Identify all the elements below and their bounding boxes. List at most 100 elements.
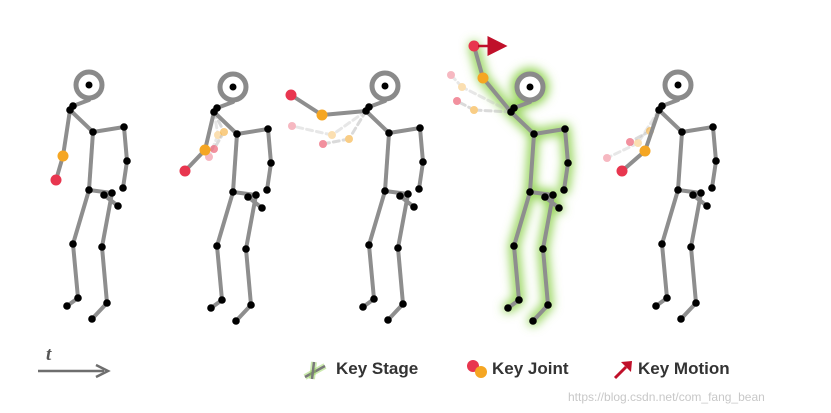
- joint-ankR: [692, 299, 700, 307]
- joint-eL: [123, 157, 131, 165]
- joint-hipL: [85, 186, 93, 194]
- key-joint-elbow: [317, 110, 328, 121]
- joint-eL: [419, 158, 427, 166]
- bone: [712, 161, 716, 188]
- bone: [514, 192, 530, 246]
- bone: [389, 128, 420, 133]
- skeleton-frame-3: [286, 73, 427, 324]
- bone: [63, 110, 70, 156]
- joint-kneeR: [98, 243, 106, 251]
- joint-tmid: [689, 191, 697, 199]
- key-joint-elbow: [58, 151, 69, 162]
- bone: [70, 110, 93, 132]
- bone: [267, 163, 271, 190]
- time-axis: t: [38, 344, 108, 377]
- ghost-elbow-joint: [634, 139, 642, 147]
- skeleton-frame-1: [51, 72, 131, 323]
- legend: Key Stage Key Joint Key Motion: [305, 359, 730, 379]
- joint-hL: [415, 185, 423, 193]
- joint-toeL: [63, 302, 71, 310]
- joint-kneeL: [510, 242, 518, 250]
- joint-tor: [678, 128, 686, 136]
- joint-sR: [210, 108, 218, 116]
- bone: [291, 95, 322, 115]
- bone: [233, 134, 237, 192]
- key-joint-legend-label: Key Joint: [492, 359, 569, 378]
- bone: [419, 162, 423, 189]
- joint-ankR: [247, 301, 255, 309]
- joint-hL: [708, 184, 716, 192]
- bone: [662, 190, 678, 244]
- ghost-hand-joint: [288, 122, 296, 130]
- key-joint-hand: [469, 41, 480, 52]
- ghost-hand-joint: [453, 97, 461, 105]
- joint-hipR: [108, 189, 116, 197]
- joint-ankL: [370, 295, 378, 303]
- bone: [89, 132, 93, 190]
- bone: [366, 111, 389, 133]
- head-joint: [675, 82, 682, 89]
- joint-toeR: [677, 315, 685, 323]
- joint-kneeL: [213, 242, 221, 250]
- joint-tend: [555, 204, 563, 212]
- bone: [398, 248, 403, 304]
- joint-tor: [385, 129, 393, 137]
- bone: [73, 190, 89, 244]
- ghost-elbow-joint: [220, 128, 228, 136]
- skeleton-frame-5: [603, 72, 720, 323]
- bone: [691, 247, 696, 303]
- head-joint: [86, 82, 93, 89]
- joint-ankL: [218, 296, 226, 304]
- joint-toeR: [384, 316, 392, 324]
- bone: [93, 127, 124, 132]
- ghost-hand-joint: [319, 140, 327, 148]
- bone: [369, 191, 385, 245]
- ghost-elbow-joint: [458, 83, 466, 91]
- joint-sR: [655, 106, 663, 114]
- key-joint-elbow: [478, 73, 489, 84]
- joint-sR: [66, 106, 74, 114]
- bone: [511, 112, 534, 134]
- joint-hipL: [229, 188, 237, 196]
- key-joint-elbow: [200, 145, 211, 156]
- bones: [185, 102, 271, 321]
- bone: [369, 245, 374, 299]
- joint-hipR: [252, 191, 260, 199]
- joint-ankL: [74, 294, 82, 302]
- joint-tend: [258, 204, 266, 212]
- bone: [102, 247, 107, 303]
- bone: [217, 192, 233, 246]
- ghost-hand-joint: [447, 71, 455, 79]
- head-joint: [382, 83, 389, 90]
- joint-hipR: [549, 191, 557, 199]
- bone: [237, 129, 268, 134]
- joint-sL: [709, 123, 717, 131]
- ghost-hand-joint: [210, 145, 218, 153]
- bone: [268, 129, 271, 163]
- joint-hL: [560, 186, 568, 194]
- joint-tmid: [541, 193, 549, 201]
- joint-ankR: [544, 301, 552, 309]
- bone: [217, 246, 222, 300]
- joint-tor: [530, 130, 538, 138]
- joint-sR: [507, 108, 515, 116]
- key-motion-legend-icon: [615, 361, 632, 378]
- joint-eL: [564, 159, 572, 167]
- bone: [483, 78, 511, 112]
- time-axis-label: t: [46, 344, 52, 365]
- joint-hL: [119, 184, 127, 192]
- joint-toeL: [652, 302, 660, 310]
- joint-toeL: [207, 304, 215, 312]
- bone: [678, 132, 682, 190]
- skeleton-frame-2: [180, 74, 275, 325]
- joint-hipR: [404, 190, 412, 198]
- bone: [123, 161, 127, 188]
- joint-sL: [416, 124, 424, 132]
- head-joint: [230, 84, 237, 91]
- key-joint-hand: [617, 166, 628, 177]
- key-joint-elbow: [640, 146, 651, 157]
- ghost-elbow-joint: [470, 106, 478, 114]
- bone: [124, 127, 127, 161]
- joint-hL: [263, 186, 271, 194]
